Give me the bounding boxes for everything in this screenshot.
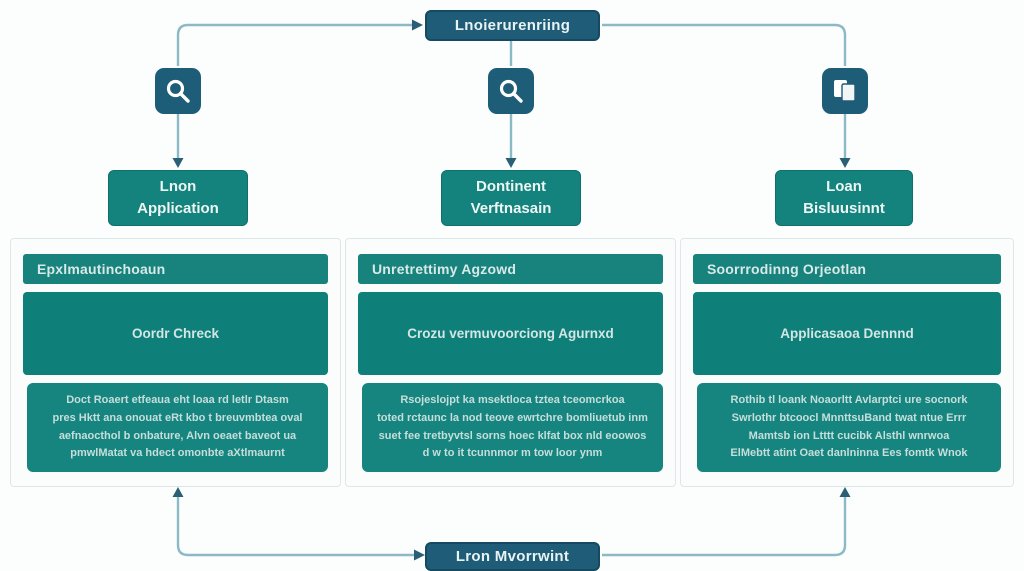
panel-loan-application: Epxlmautinchoaun Oordr Chreck Doct Roaer… [10, 238, 341, 487]
loan-movement-node: Lron Mvorrwint [425, 542, 600, 571]
panel-underwriting-approved: Unretrettimy Agzowd Crozu vermuvoorciong… [345, 238, 676, 487]
stage-label-line: Loan [826, 178, 862, 196]
panel-body-line: pmwlMatat va hdect omonbte aXtlmaurnt [70, 447, 285, 460]
panel-body-line: Rothib tl loank Noaorltt Avlarptci ure s… [730, 393, 968, 406]
magnifier-icon [499, 79, 523, 103]
document-verification-icon-box [488, 68, 534, 114]
panel-body-line: d w to it tcunnmor m tow loor ynm [422, 447, 603, 460]
panel-header: Soorrrodinng Orjeotlan [693, 254, 1001, 284]
stage-label-line: Application [137, 200, 219, 217]
panel-main-box: Applicasaoa Dennnd [693, 292, 1001, 375]
connector-left-panel-to-bottom [176, 496, 414, 557]
panel-body-line: suet fee tretbyvtsl sorns hoec klfat box… [378, 429, 647, 442]
panel-body-box: Rsojeslojpt ka msektloca tztea tceomcrko… [362, 383, 663, 472]
panel-header: Unretrettimy Agzowd [358, 254, 663, 284]
panel-body-line: aefnaocthol b onbature, Alvn oeaet baveo… [58, 429, 297, 442]
panel-main-box: Crozu vermuvoorciong Agurnxd [358, 292, 663, 375]
magnifier-icon [166, 79, 190, 103]
panel-body-line: Doct Roaert etfeaua eht loaa rd letlr Dt… [66, 393, 289, 406]
panel-body-line: Swrlothr btcoocl MnnttsuBand twat ntue E… [731, 411, 967, 424]
stage-label-line: Verftnasain [470, 200, 552, 217]
stage-label-line: Dontinent [476, 178, 546, 196]
loan-movement-node-label: Lron Mvorrwint [455, 548, 570, 565]
panel-header: Epxlmautinchoaun [23, 254, 328, 284]
connector-bottom-to-right-panel [602, 496, 847, 557]
connector-left-to-underwriting [176, 23, 418, 66]
panel-body-line: toted rctaunc la nod teove ewrtchre boml… [377, 411, 648, 424]
panel-application-denied: Soorrrodinng Orjeotlan Applicasaoa Dennn… [680, 238, 1014, 487]
panel-body-line: Rsojeslojpt ka msektloca tztea tceomcrko… [400, 393, 625, 406]
loan-application-node: Lnon Application [108, 170, 248, 226]
stage-label-line: Lnon [159, 178, 197, 196]
stage-label-line: Bisluusinnt [803, 200, 885, 217]
loan-application-icon-box [155, 68, 201, 114]
panel-main-box: Oordr Chreck [23, 292, 328, 375]
connector-underwriting-to-right [602, 23, 847, 66]
panel-body-box: Rothib tl loank Noaorltt Avlarptci ure s… [697, 383, 1001, 472]
underwriting-node-label: Lnoierurenriing [454, 17, 571, 34]
loan-disbursement-icon-box [822, 68, 868, 114]
underwriting-node: Lnoierurenriing [425, 10, 600, 41]
panel-body-box: Doct Roaert etfeaua eht loaa rd letlr Dt… [27, 383, 328, 472]
panel-body-line: ElMebtt atint Oaet danlninna Ees fomtk W… [730, 447, 968, 460]
document-verification-node: Dontinent Verftnasain [441, 170, 581, 226]
panel-body-line: pres Hktt ana onouat eRt kbo t breuvmbte… [52, 411, 303, 424]
panel-body-line: Mamtsb ion Ltttt cucibk Alsthl wnrwoa [748, 429, 950, 442]
document-pages-icon [834, 80, 856, 102]
loan-disbursement-node: Loan Bisluusinnt [775, 170, 913, 226]
